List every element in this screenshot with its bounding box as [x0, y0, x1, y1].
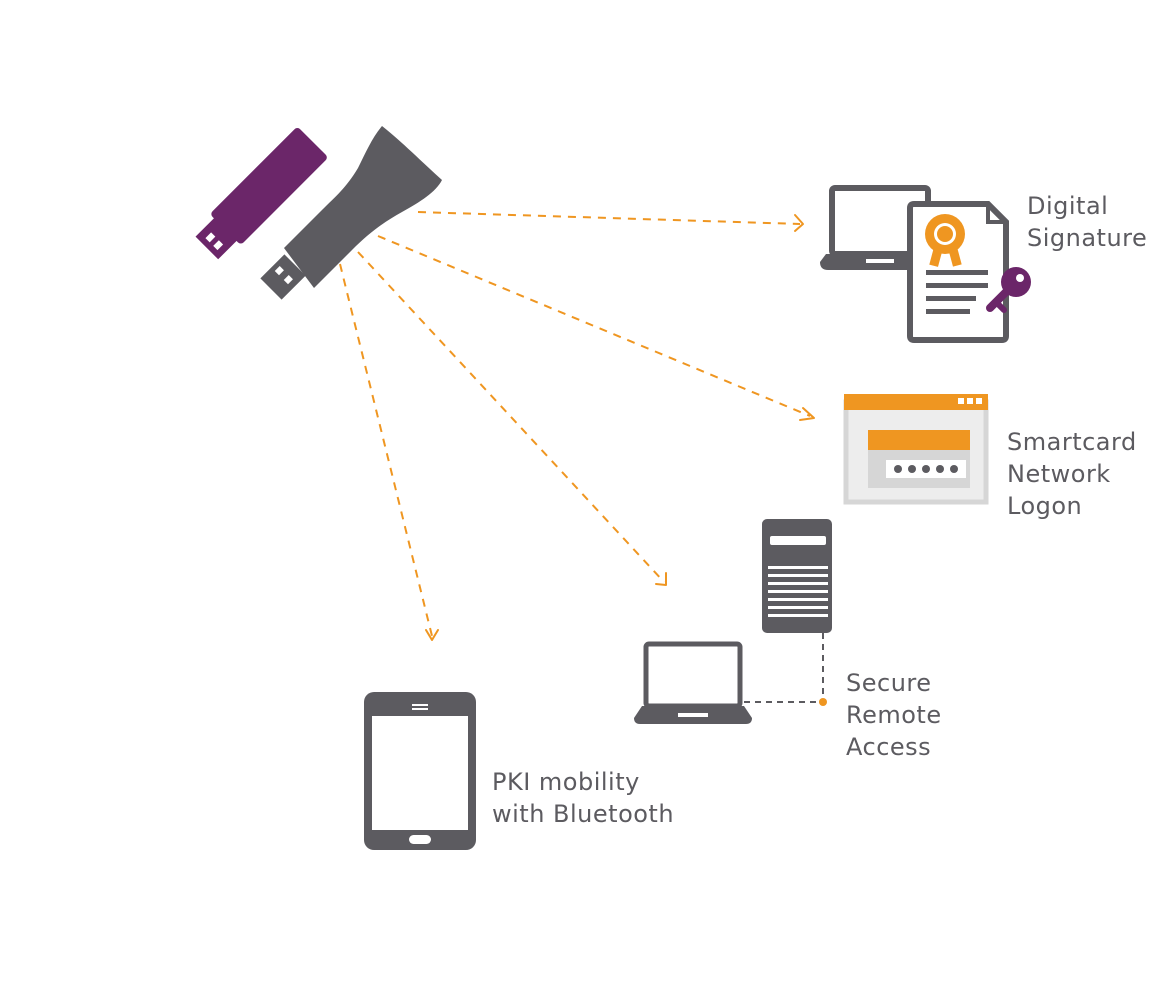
- secure-remote-access-label: Secure Remote Access: [846, 667, 942, 763]
- arrowhead-pki-mobility: [425, 629, 439, 641]
- arrow-heads: [425, 214, 815, 641]
- tablet-icon: [364, 692, 476, 850]
- digital-signature-label: Digital Signature: [1027, 190, 1147, 254]
- smartcard-logon-label-line-2: Network: [1007, 460, 1111, 488]
- arrow-to-digital-signature: [417, 211, 801, 225]
- smartcard-logon-label-line-3: Logon: [1007, 492, 1083, 520]
- laptop-icon: [634, 641, 752, 724]
- connector-arrows: [339, 211, 811, 637]
- secure-remote-access-label-line-2: Remote: [846, 701, 942, 729]
- smartcard-logon-label-line-1: Smartcard: [1007, 428, 1137, 456]
- smartcard-logon-label: Smartcard Network Logon: [1007, 426, 1137, 522]
- secure-remote-access-label-line-3: Access: [846, 733, 932, 761]
- pki-mobility-label-line-2: with Bluetooth: [492, 800, 675, 828]
- arrow-to-smartcard-logon: [377, 235, 811, 417]
- key-icon: [986, 267, 1031, 313]
- secure-remote-access-label-line-1: Secure: [846, 669, 932, 697]
- arrowhead-digital-signature: [794, 214, 804, 232]
- logon-window-icon: [843, 394, 989, 505]
- usb-token-purple-icon: [195, 128, 327, 260]
- network-link: [744, 633, 827, 706]
- usb-token-gray-icon: [260, 126, 442, 300]
- arrowhead-smartcard-logon: [799, 407, 815, 421]
- arrow-to-pki-mobility: [339, 263, 433, 637]
- digital-signature-label-line-2: Signature: [1027, 224, 1148, 252]
- pki-mobility-label: PKI mobility with Bluetooth: [492, 766, 674, 830]
- arrowhead-secure-remote-access: [655, 572, 667, 586]
- pki-mobility-label-line-1: PKI mobility: [492, 768, 640, 796]
- digital-signature-label-line-1: Digital: [1027, 192, 1109, 220]
- certificate-document-icon: [907, 201, 1009, 343]
- arrow-to-secure-remote-access: [357, 251, 665, 583]
- server-icon: [762, 519, 832, 633]
